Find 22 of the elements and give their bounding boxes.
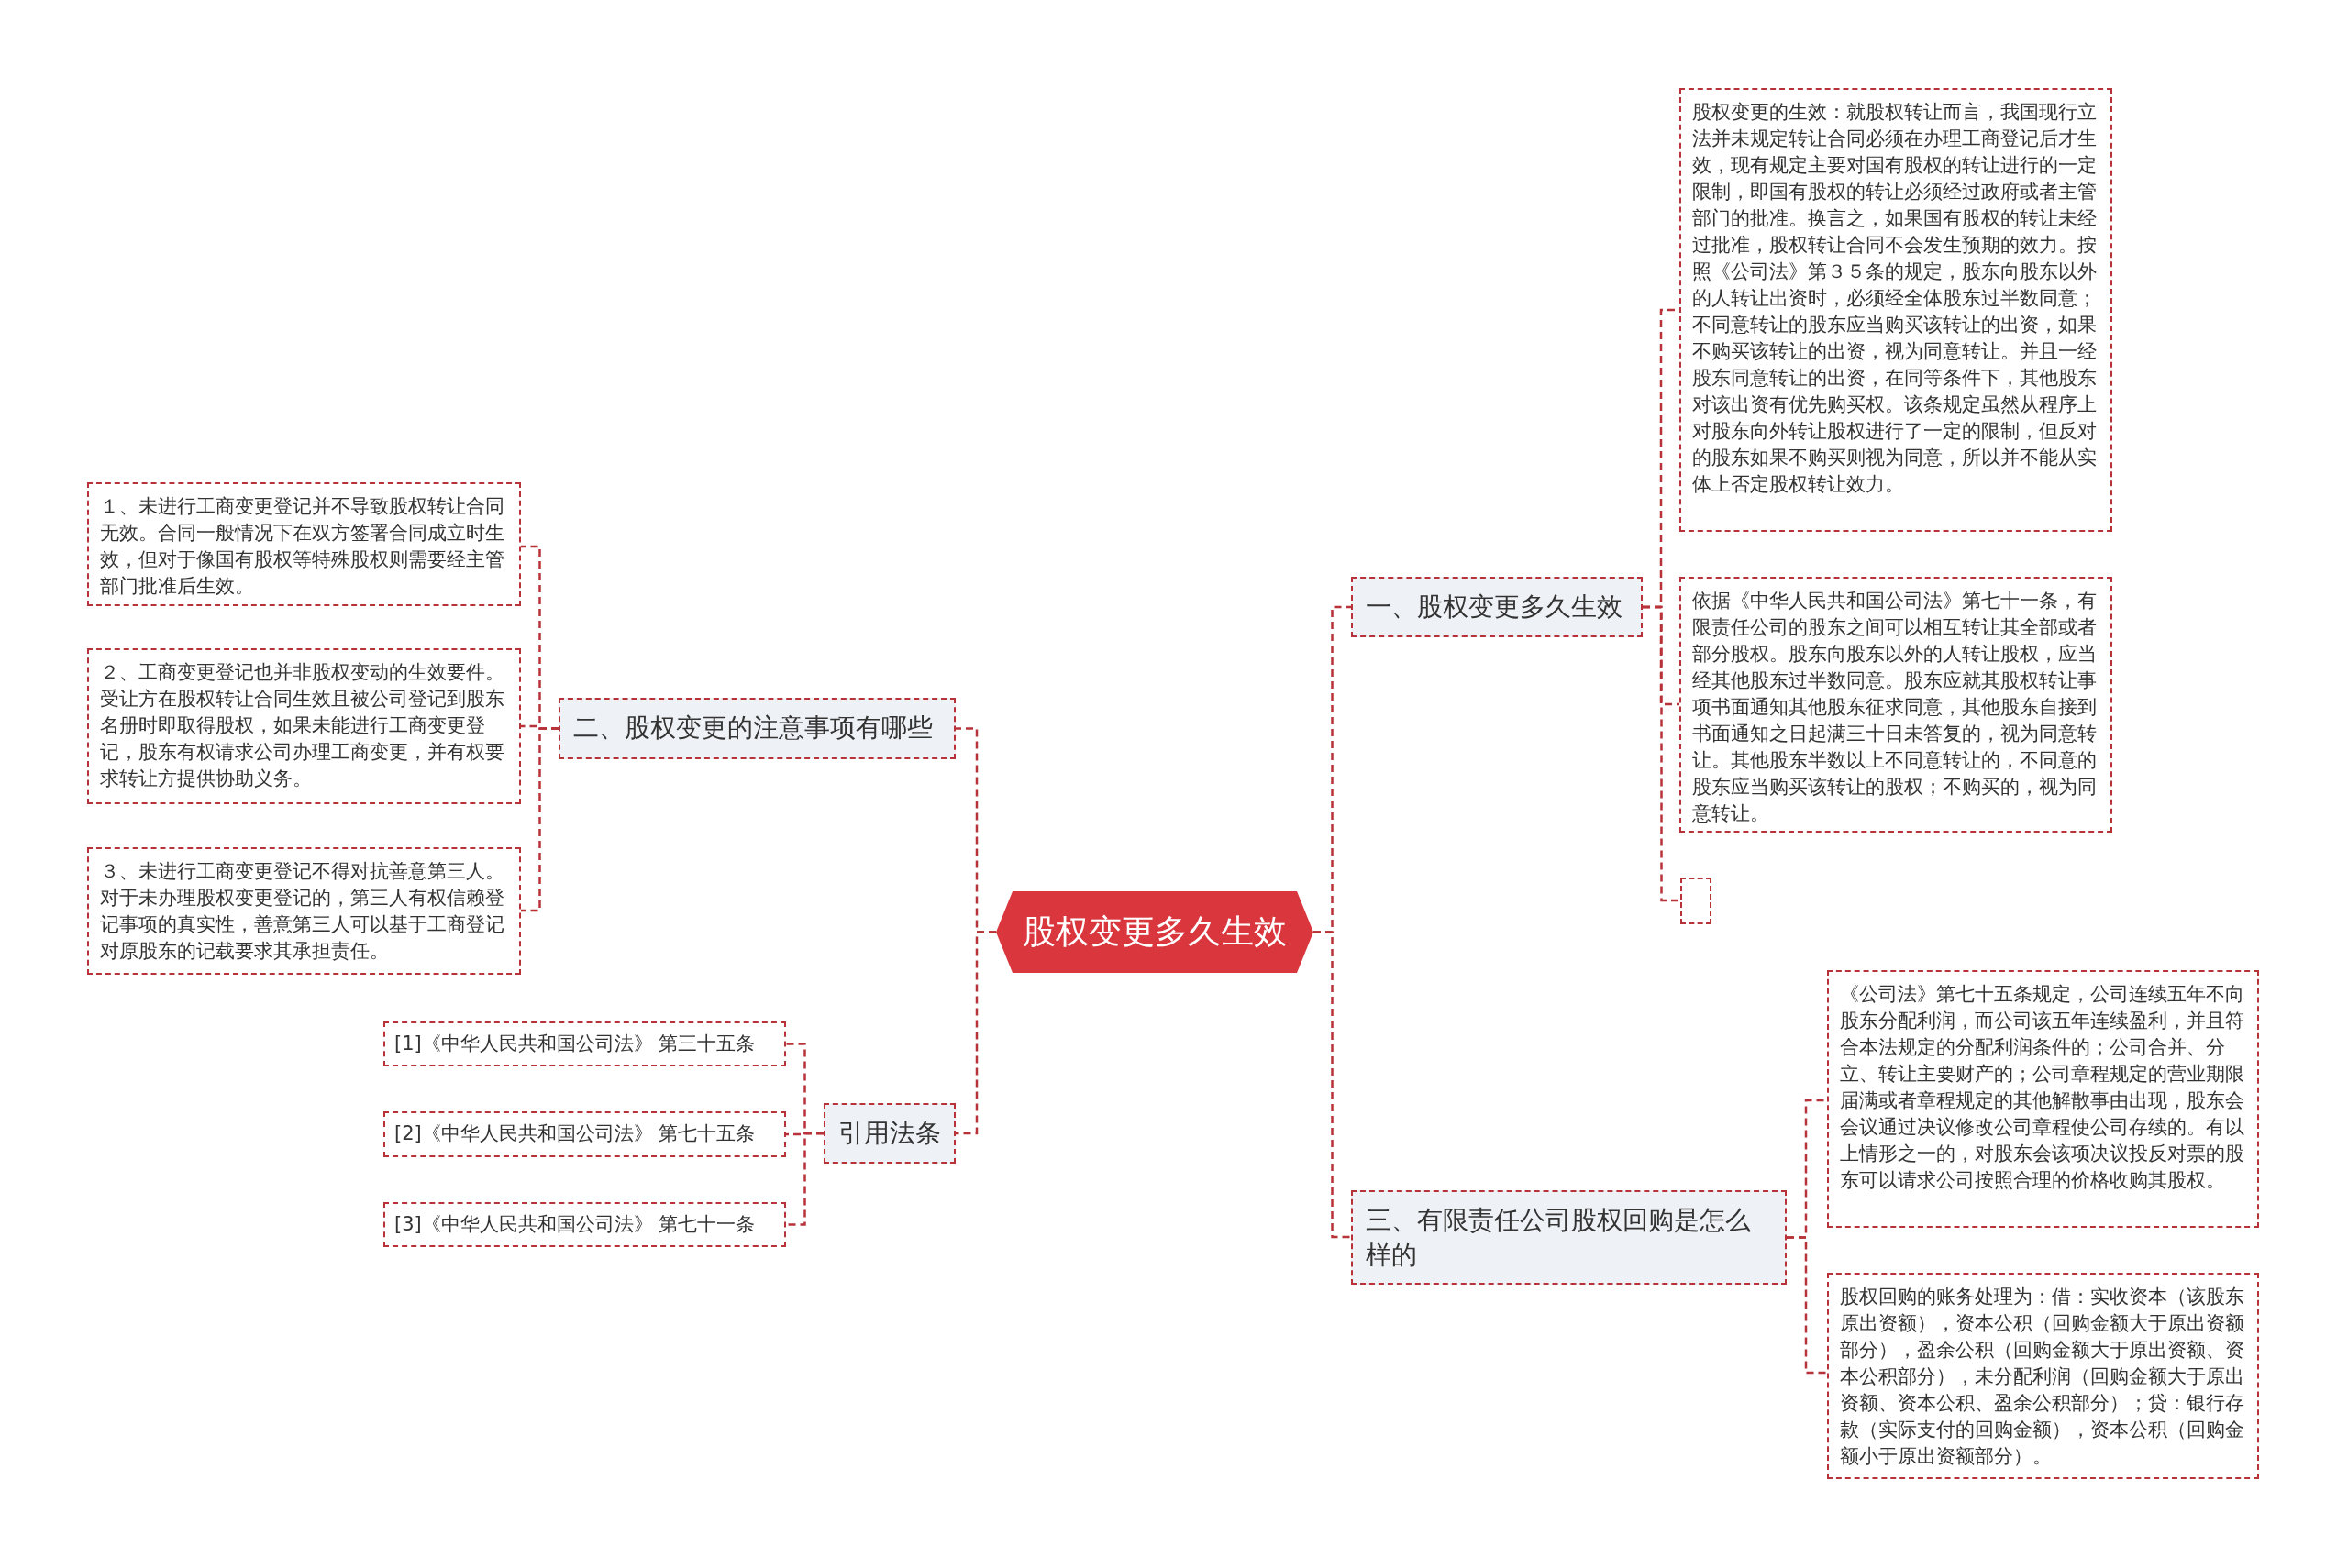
topic-box: 一、股权变更多久生效 <box>1351 577 1643 637</box>
hexagon-topic: 股权变更多久生效 <box>996 891 1313 973</box>
text-box: 股权变更的生效：就股权转让而言，我国现行立法并未规定转让合同必须在办理工商登记后才生效，现有规定主要对国有股权的转让进行的一定限制，即国有股权的转让必须经过政府或者主管部门的批准。换言之，如果国有股权的转让未经过批准，股权转让合同不会发生预期的效力。按照《公司法》第３５条的规定，股东向股东以外的人转让出资时，必须经全体股东过半数同意；不同意转让的股东应当购买该转让的出资，如果不购买该转让的出资，视为同意转让。并且一经股东同意转让的出资，在同等条件下，其他股东对该出资有优先购买权。该条规定虽然从程序上对股东向外转让股权进行了一定的限制，但反对的股东如果不购买则视为同意，所以并不能从实体上否定股权转让效力。 <box>1679 88 2112 532</box>
text-box: 《公司法》第七十五条规定，公司连续五年不向股东分配利润，而公司该五年连续盈利，并且符合本法规定的分配利润条件的；公司合并、分立、转让主要财产的；公司章程规定的营业期限届满或者章程规定的其他解散事由出现，股东会会议通过决议修改公司章程使公司存续的。有以上情形之一的，对股东会该项决议投反对票的股东可以请求公司按照合理的价格收购其股权。 <box>1827 970 2259 1228</box>
topic-box: 三、有限责任公司股权回购是怎么样的 <box>1351 1190 1787 1285</box>
reference-box: [2]《中华人民共和国公司法》 第七十五条 <box>383 1111 786 1157</box>
connector-line <box>521 727 559 912</box>
text-box: ３、未进行工商变更登记不得对抗善意第三人。对于未办理股权变更登记的，第三人有权信赖登记事项的真实性，善意第三人可以基于工商登记对原股东的记载要求其承担责任。 <box>87 847 521 975</box>
topic-box: 引用法条 <box>824 1103 956 1164</box>
reference-box: [3]《中华人民共和国公司法》 第七十一条 <box>383 1202 786 1247</box>
text-box: ２、工商变更登记也并非股权变动的生效要件。受让方在股权转让合同生效且被公司登记到股东名册时即取得股权，如果未能进行工商变更登记，股东有权请求公司办理工商变更，并有权要求转让方提供协助义务。 <box>87 648 521 804</box>
empty-box <box>1680 878 1711 924</box>
connector-line <box>1313 931 1351 1239</box>
text-box: 依据《中华人民共和国公司法》第七十一条，有限责任公司的股东之间可以相互转让其全部或者部分股权。股东向股东以外的人转让股权，应当经其他股东过半数同意。股东应就其股权转让事项书面通知其他股东征求同意，其他股东自接到书面通知之日起满三十日未答复的，视为同意转让。其他股东半数以上不同意转让的，不同意的股东应当购买该转让的股权；不购买的，视为同意转让。 <box>1679 577 2112 833</box>
text-box: 股权回购的账务处理为：借：实收资本（该股东原出资额），资本公积（回购金额大于原出资额部分），盈余公积（回购金额大于原出资额、资本公积部分），未分配利润（回购金额大于原出资额、资本公积、盈余公积部分）；贷：银行存款（实际支付的回购金额），资本公积（回购金额小于原出资额部分）。 <box>1827 1273 2259 1479</box>
topic-box: 二、股权变更的注意事项有哪些 <box>559 698 956 759</box>
text-box: １、未进行工商变更登记并不导致股权转让合同无效。合同一般情况下在双方签署合同成立时生效，但对于像国有股权等特殊股权则需要经主管部门批准后生效。 <box>87 482 521 606</box>
connector-line <box>786 1132 824 1226</box>
reference-box: [1]《中华人民共和国公司法》 第三十五条 <box>383 1021 786 1066</box>
connector-line <box>1643 605 1680 902</box>
connector-line <box>956 931 996 1135</box>
connector-line <box>1787 1236 1827 1375</box>
